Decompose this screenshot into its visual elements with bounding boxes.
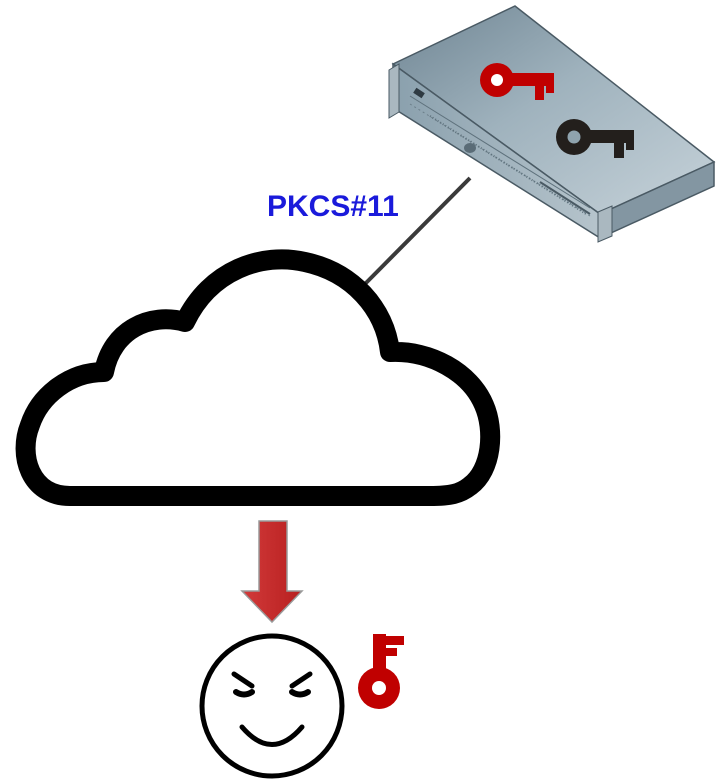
dark-key-icon — [556, 119, 634, 158]
connection-label: PKCS#11 — [267, 190, 399, 223]
red-key-icon — [358, 634, 404, 709]
rack-server-icon — [388, 5, 716, 243]
connection-line — [355, 176, 472, 294]
red-key-icon — [480, 63, 554, 100]
smiling-face-icon — [199, 633, 345, 779]
down-arrow-icon — [240, 520, 304, 624]
cloud-icon — [15, 249, 501, 506]
